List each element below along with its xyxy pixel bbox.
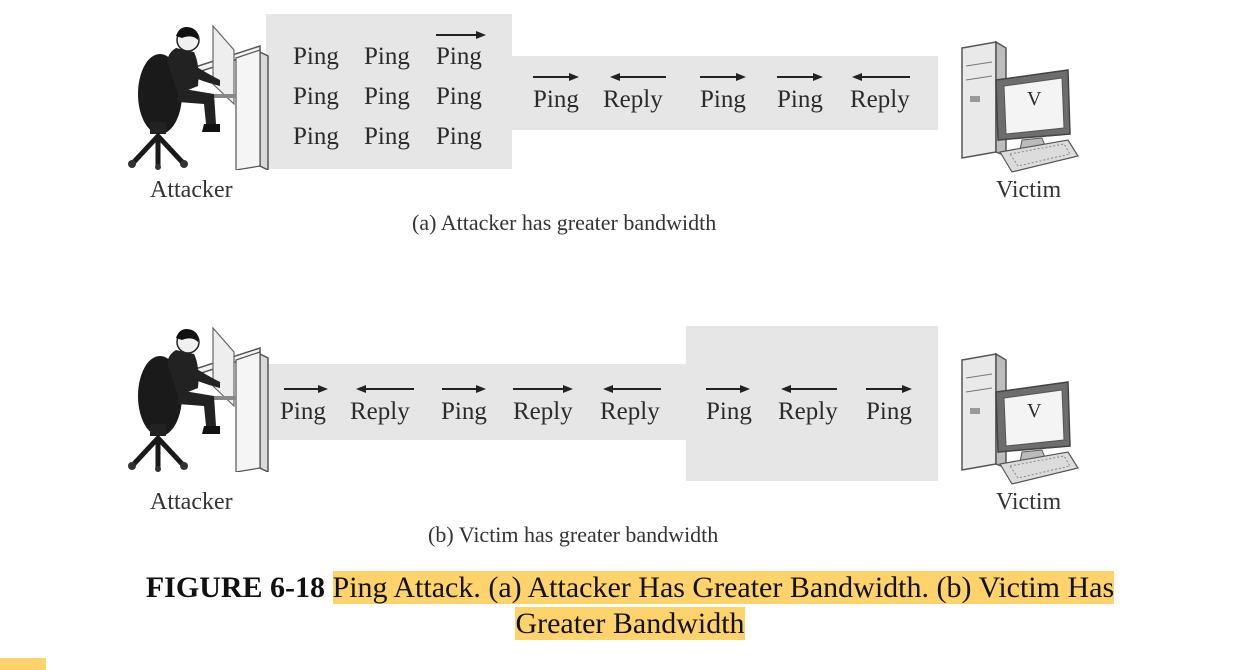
- attacker-ping: Ping: [364, 83, 410, 110]
- link-packet-label: Ping: [706, 398, 752, 425]
- right-arrow-icon: [700, 72, 746, 82]
- attacker-ping: Ping: [436, 123, 482, 150]
- right-arrow-icon: [866, 384, 912, 394]
- left-arrow-icon: [781, 384, 837, 394]
- figure-caption: FIGURE 6-18 Ping Attack. (a) Attacker Ha…: [60, 570, 1200, 642]
- attacker-label: Attacker: [150, 489, 233, 515]
- victim-computer-icon: [961, 40, 1079, 173]
- victim-bandwidth-panel: [686, 326, 938, 481]
- link-packet-label: Reply: [778, 398, 838, 425]
- link-packet-label: Reply: [350, 398, 410, 425]
- link-bandwidth-panel: [512, 56, 938, 130]
- attacker-ping: Ping: [293, 43, 339, 70]
- attacker-label: Attacker: [150, 177, 233, 203]
- attacker-icon: [128, 24, 269, 170]
- right-arrow-icon: [533, 72, 579, 82]
- figure-title-line2: Greater Bandwidth: [515, 607, 745, 640]
- link-packet-label: Reply: [513, 398, 573, 425]
- victim-label: Victim: [996, 489, 1062, 515]
- figure-title-line1: Ping Attack. (a) Attacker Has Greater Ba…: [332, 571, 1115, 604]
- left-arrow-icon: [852, 72, 910, 82]
- left-arrow-icon: [603, 384, 661, 394]
- victim-screen-letter: V: [1027, 88, 1042, 110]
- right-arrow-icon: [706, 384, 750, 394]
- right-arrow-icon: [442, 384, 486, 394]
- diagram-caption: (b) Victim has greater bandwidth: [428, 522, 719, 547]
- victim-screen-letter: V: [1027, 400, 1042, 422]
- diagram-caption: (a) Attacker has greater bandwidth: [412, 210, 717, 235]
- link-packet-label: Ping: [280, 398, 326, 425]
- figure-number: FIGURE 6-18: [145, 571, 326, 604]
- attacker-bandwidth-panel: [266, 14, 512, 169]
- highlight-fragment: [0, 658, 46, 670]
- left-arrow-icon: [610, 72, 666, 82]
- victim-computer-icon: [961, 352, 1079, 485]
- victim-label: Victim: [996, 177, 1062, 203]
- right-arrow-icon: [777, 72, 823, 82]
- attacker-ping: Ping: [293, 83, 339, 110]
- link-packet-label: Reply: [850, 86, 910, 113]
- attacker-ping: Ping: [293, 123, 339, 150]
- attacker-icon: [128, 326, 269, 472]
- link-packet-label: Ping: [866, 398, 912, 425]
- right-arrow-icon: [513, 384, 573, 394]
- link-packet-label: Ping: [441, 398, 487, 425]
- attacker-ping: Ping: [436, 83, 482, 110]
- link-bandwidth-panel: [266, 364, 686, 440]
- link-packet-label: Reply: [600, 398, 660, 425]
- right-arrow-icon: [284, 384, 328, 394]
- right-arrow-icon: [436, 30, 486, 40]
- link-packet-label: Reply: [603, 86, 663, 113]
- attacker-ping: Ping: [364, 43, 410, 70]
- link-packet-label: Ping: [700, 86, 746, 113]
- attacker-ping: Ping: [436, 43, 482, 70]
- link-packet-label: Ping: [777, 86, 823, 113]
- link-packet-label: Ping: [533, 86, 579, 113]
- left-arrow-icon: [356, 384, 414, 394]
- attacker-ping: Ping: [364, 123, 410, 150]
